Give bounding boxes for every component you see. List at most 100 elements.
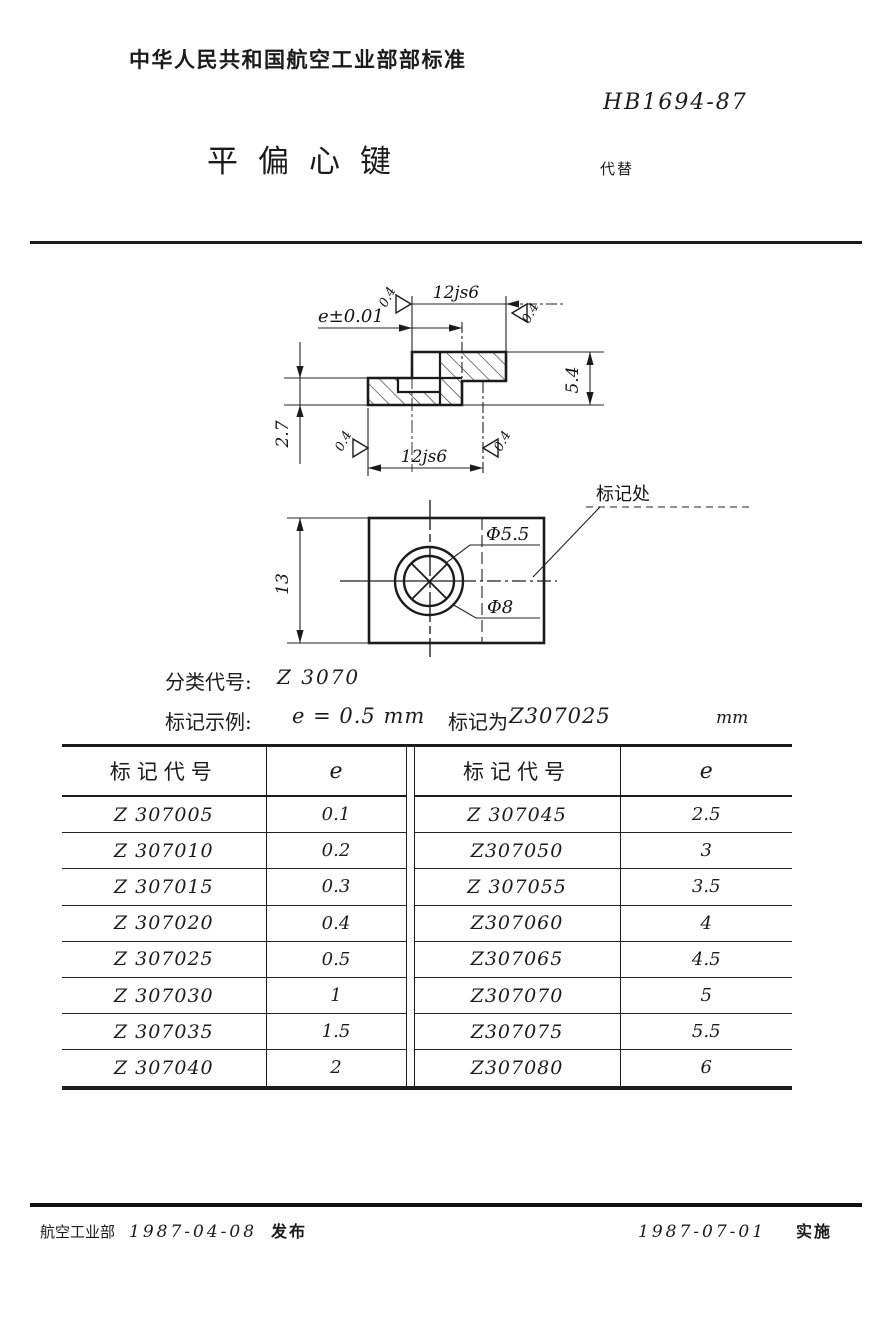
table-cell: 5.5 — [620, 1013, 792, 1051]
document-title: 平偏心键 — [207, 144, 411, 180]
marking-note: 标记处 — [596, 484, 650, 505]
table-cell: Z 307005 — [62, 796, 267, 834]
table-header-row: 标记代号 e 标记代号 e — [62, 745, 792, 797]
table-cell: Z307050 — [414, 832, 621, 870]
dim-dia-small: Φ5.5 — [486, 524, 529, 545]
table-cell: Z 307010 — [62, 832, 267, 870]
table-cell: 0.4 — [266, 905, 406, 942]
dim-top-width: 12js6 — [433, 283, 480, 303]
roughness-triangle-icon — [395, 293, 413, 315]
plan-view: Φ5.5 Φ8 13 标记处 — [273, 484, 753, 657]
plan-dimension-arrows — [296, 518, 304, 643]
table-cell: 0.2 — [266, 832, 406, 870]
table-gap-cell — [405, 977, 415, 1014]
table-gap-cell — [405, 1013, 415, 1050]
plan-dimension-texts: Φ5.5 Φ8 13 — [273, 524, 529, 618]
replace-label: 代替 — [600, 161, 635, 178]
surface-roughness-symbols — [352, 293, 528, 459]
table-gap-cell — [405, 941, 415, 978]
col-header-e-right: e — [620, 745, 792, 797]
footer-publish-date: 1987-04-08 — [129, 1222, 258, 1242]
marked-as-label: 标记为 — [448, 710, 508, 734]
table-gap-cell — [405, 796, 415, 833]
footer-publish-label: 发布 — [271, 1224, 308, 1241]
classification-value: Z 3070 — [277, 665, 361, 689]
table-cell: Z 307030 — [62, 977, 267, 1015]
table-cell: 3 — [620, 832, 792, 870]
table-cell: Z 307025 — [62, 941, 267, 978]
technical-drawing: 0.4 0.4 0.4 0.4 12js6 e±0.01 5.4 2.7 12j… — [273, 283, 753, 657]
dim-height-total: 5.4 — [563, 366, 583, 393]
marking-example-label: 标记示例: — [165, 710, 252, 734]
col-header-e-left: e — [266, 745, 406, 797]
footer-issuer: 航空工业部 — [40, 1224, 116, 1241]
table-cell: Z 307045 — [414, 796, 621, 834]
marking-example-code: Z307025 — [509, 704, 611, 728]
table-cell: 5 — [620, 977, 792, 1015]
footer-implement-info: 1987-07-01 实施 — [638, 1218, 832, 1242]
standard-number: HB1694-87 — [603, 90, 748, 115]
roughness-triangle-icon — [481, 437, 499, 459]
dim-height-half: 2.7 — [273, 420, 293, 448]
table-cell: Z 307035 — [62, 1013, 267, 1051]
section-view: 0.4 0.4 0.4 0.4 12js6 e±0.01 5.4 2.7 12j… — [273, 283, 604, 476]
col-header-code-left: 标记代号 — [62, 745, 267, 797]
table-gap-cell — [405, 745, 415, 796]
dim-bottom-width: 12js6 — [401, 447, 448, 467]
table-cell: 2.5 — [620, 796, 792, 834]
table-cell: Z307075 — [414, 1013, 621, 1051]
table-cell: Z 307020 — [62, 905, 267, 942]
marking-example-formula: e = 0.5 mm — [292, 704, 426, 728]
hole-inner-circle — [402, 554, 456, 608]
section-hatching — [368, 352, 506, 405]
table-cell: 3.5 — [620, 868, 792, 906]
table-cell: 0.5 — [266, 941, 406, 978]
plan-center-lines — [340, 500, 557, 657]
section-dimension-arrows — [296, 300, 594, 472]
section-outline — [366, 350, 508, 407]
dim-dia-large: Φ8 — [487, 597, 513, 618]
hole-outer-circle — [393, 545, 465, 617]
table-cell: 1.5 — [266, 1013, 406, 1051]
table-cell: Z 307040 — [62, 1049, 267, 1088]
table-cell: Z307060 — [414, 905, 621, 942]
footer-implement-date: 1987-07-01 — [638, 1222, 767, 1242]
roughness-triangle-icon — [352, 437, 370, 459]
table-cell: 2 — [266, 1049, 406, 1088]
table-gap-cell — [405, 905, 415, 942]
dim-plan-width: 13 — [273, 573, 293, 595]
table-cell: Z307070 — [414, 977, 621, 1015]
roughness-triangle-icon — [510, 302, 528, 324]
section-step-lines — [396, 352, 462, 405]
classification-label: 分类代号: — [165, 670, 252, 694]
org-standard-title: 中华人民共和国航空工业部部标准 — [129, 49, 467, 72]
table-cell: Z 307015 — [62, 868, 267, 906]
col-header-code-right: 标记代号 — [414, 745, 621, 797]
table-cell: 0.3 — [266, 868, 406, 906]
table-cell: 1 — [266, 977, 406, 1015]
table-gap-cell — [405, 1049, 415, 1088]
footer-publish-info: 航空工业部 1987-04-08 发布 — [40, 1218, 307, 1242]
plan-leaders — [287, 506, 753, 644]
table-cell: 4.5 — [620, 941, 792, 978]
table-cell: 0.1 — [266, 796, 406, 834]
table-gap-cell — [405, 868, 415, 906]
roughness-value: 0.4 — [332, 429, 355, 454]
table-cell: 4 — [620, 905, 792, 942]
footer-divider-line — [30, 1203, 862, 1207]
table-unit-label: mm — [716, 708, 749, 728]
footer-implement-label: 实施 — [796, 1224, 833, 1241]
dim-eccentricity: e±0.01 — [318, 306, 384, 327]
table-cell: 6 — [620, 1049, 792, 1088]
